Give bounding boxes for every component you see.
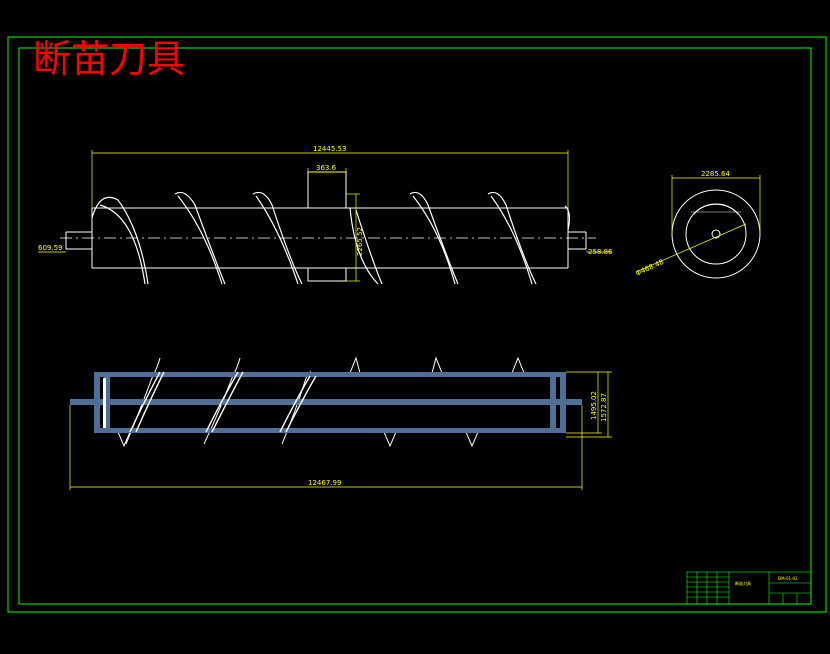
- title-block: [686, 571, 812, 605]
- dim-inner-height: 1495.02: [590, 391, 598, 420]
- dim-outer-diameter: 2285.64: [701, 170, 730, 178]
- helix-flights: [91, 191, 571, 285]
- end-dimensions: [635, 175, 761, 273]
- title-block-drawing-no: DM-01-01: [778, 576, 798, 581]
- dim-hub-diameter: 2265.52: [356, 227, 364, 256]
- dim-right-shaft: 258.86: [588, 248, 613, 256]
- inner-border: [18, 47, 812, 605]
- section-dimensions: [69, 371, 612, 490]
- section-view: [70, 356, 582, 448]
- dim-total-length: 12445.53: [313, 145, 346, 153]
- outer-border: [7, 36, 827, 613]
- end-view: [671, 189, 761, 279]
- dim-hub-width: 363.6: [316, 164, 337, 172]
- dim-outer-height: 1572.87: [600, 393, 608, 422]
- dim-inner-diameter: Φ468.48: [634, 258, 665, 278]
- dim-section-length: 12467.99: [308, 479, 341, 487]
- drawing-title: 断苗刀具: [33, 37, 185, 81]
- dim-left-shaft: 609.59: [38, 244, 63, 252]
- title-block-part-name: 断苗刀具: [735, 580, 751, 586]
- front-dimensions: [38, 150, 612, 282]
- front-view: [60, 171, 596, 285]
